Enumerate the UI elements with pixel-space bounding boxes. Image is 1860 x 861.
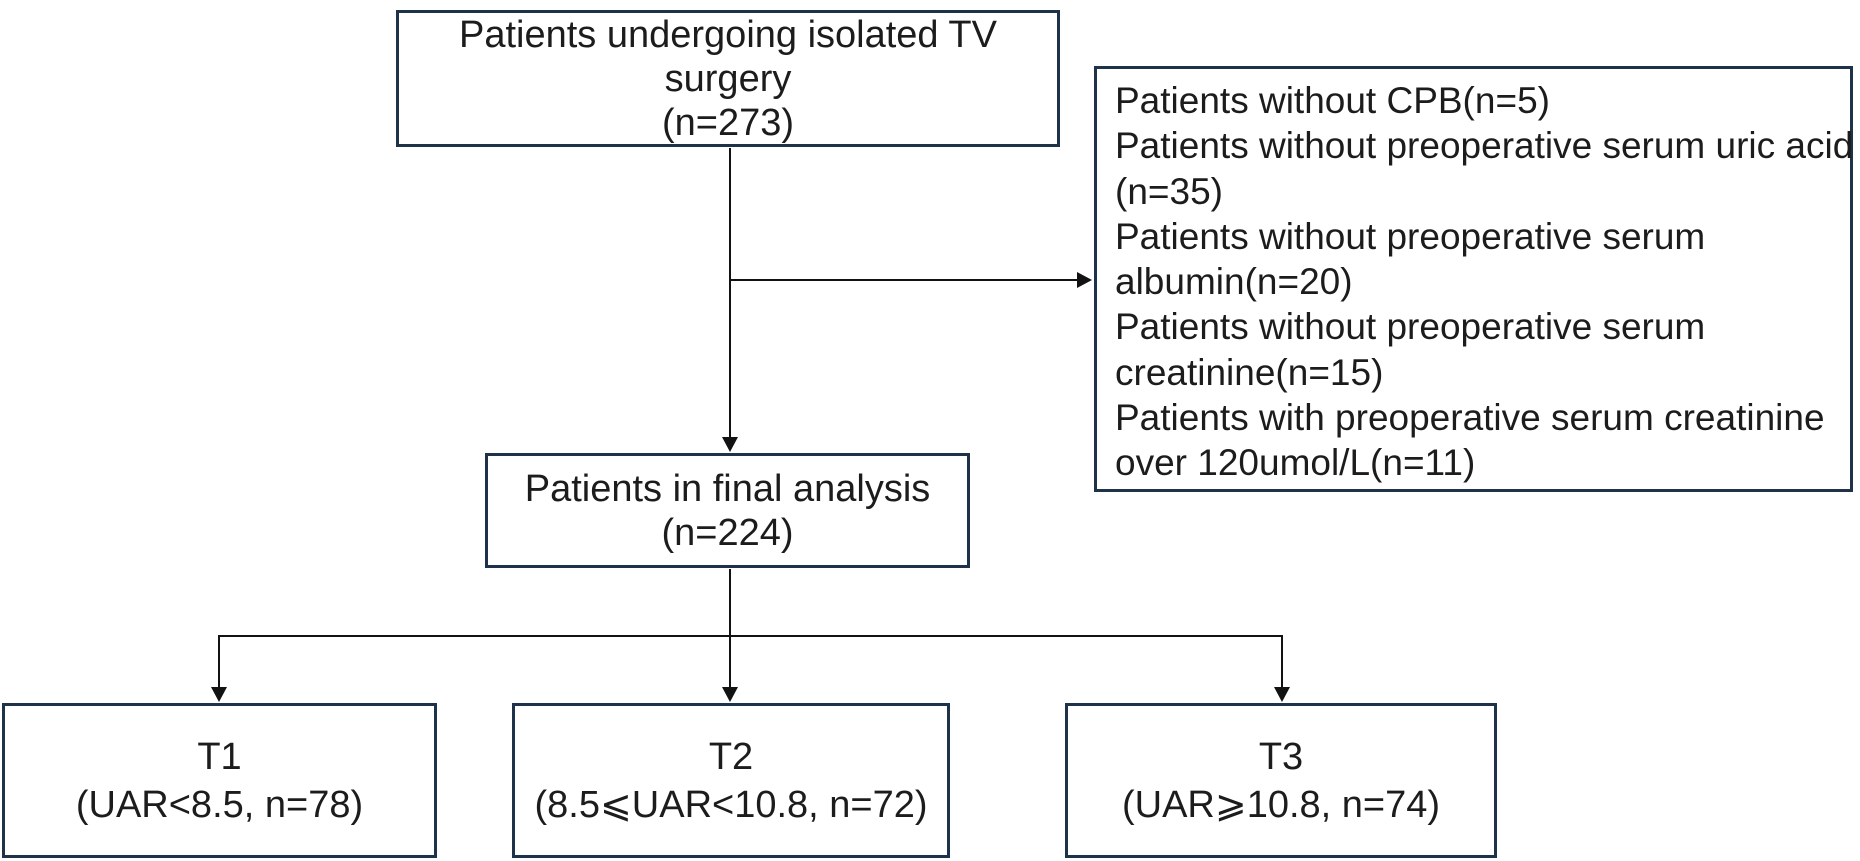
exclusion-line: creatinine(n=15) — [1115, 351, 1384, 393]
t2-box-line: T2 — [708, 735, 754, 778]
arrow-surgery-to-final — [722, 148, 738, 452]
surgery-box-line: Patients undergoing isolated TV — [459, 13, 997, 56]
t3-box-line: (UAR⩾10.8, n=74) — [1121, 783, 1441, 826]
box-tertile-t1: T1 (UAR<8.5, n=78) — [2, 703, 437, 858]
exclusion-line: (n=35) — [1115, 170, 1223, 212]
box-surgery-patients: Patients undergoing isolated TV surgery … — [396, 10, 1060, 147]
arrow-to-t3 — [1274, 635, 1290, 702]
arrow-to-t1 — [211, 635, 227, 702]
exclusion-line: Patients without preoperative serum uric… — [1115, 125, 1854, 167]
final-box-line: Patients in final analysis — [524, 467, 931, 510]
exclusion-line: albumin(n=20) — [1115, 261, 1353, 303]
exclusion-line: Patients without preoperative serum — [1115, 215, 1706, 257]
exclusion-line: Patients without preoperative serum — [1115, 306, 1706, 348]
arrow-to-exclusions — [730, 272, 1092, 288]
box-exclusion-criteria: Patients without CPB(n=5) Patients witho… — [1094, 66, 1853, 492]
surgery-box-line: (n=273) — [661, 101, 795, 144]
box-tertile-t2: T2 (8.5⩽UAR<10.8, n=72) — [512, 703, 950, 858]
t3-box-line: T3 — [1258, 735, 1304, 778]
arrow-to-t2 — [722, 635, 738, 702]
t2-box-line: (8.5⩽UAR<10.8, n=72) — [534, 783, 928, 826]
exclusion-line: Patients without CPB(n=5) — [1115, 80, 1550, 121]
exclusion-line: Patients with preoperative serum creatin… — [1115, 397, 1825, 439]
surgery-box-line: surgery — [664, 57, 792, 100]
t1-box-line: (UAR<8.5, n=78) — [75, 783, 364, 826]
box-final-analysis: Patients in final analysis (n=224) — [485, 453, 970, 568]
t1-box-line: T1 — [197, 735, 242, 778]
box-tertile-t3: T3 (UAR⩾10.8, n=74) — [1065, 703, 1497, 858]
final-box-line: (n=224) — [661, 511, 794, 554]
exclusion-line: over 120umol/L(n=11) — [1115, 442, 1476, 484]
